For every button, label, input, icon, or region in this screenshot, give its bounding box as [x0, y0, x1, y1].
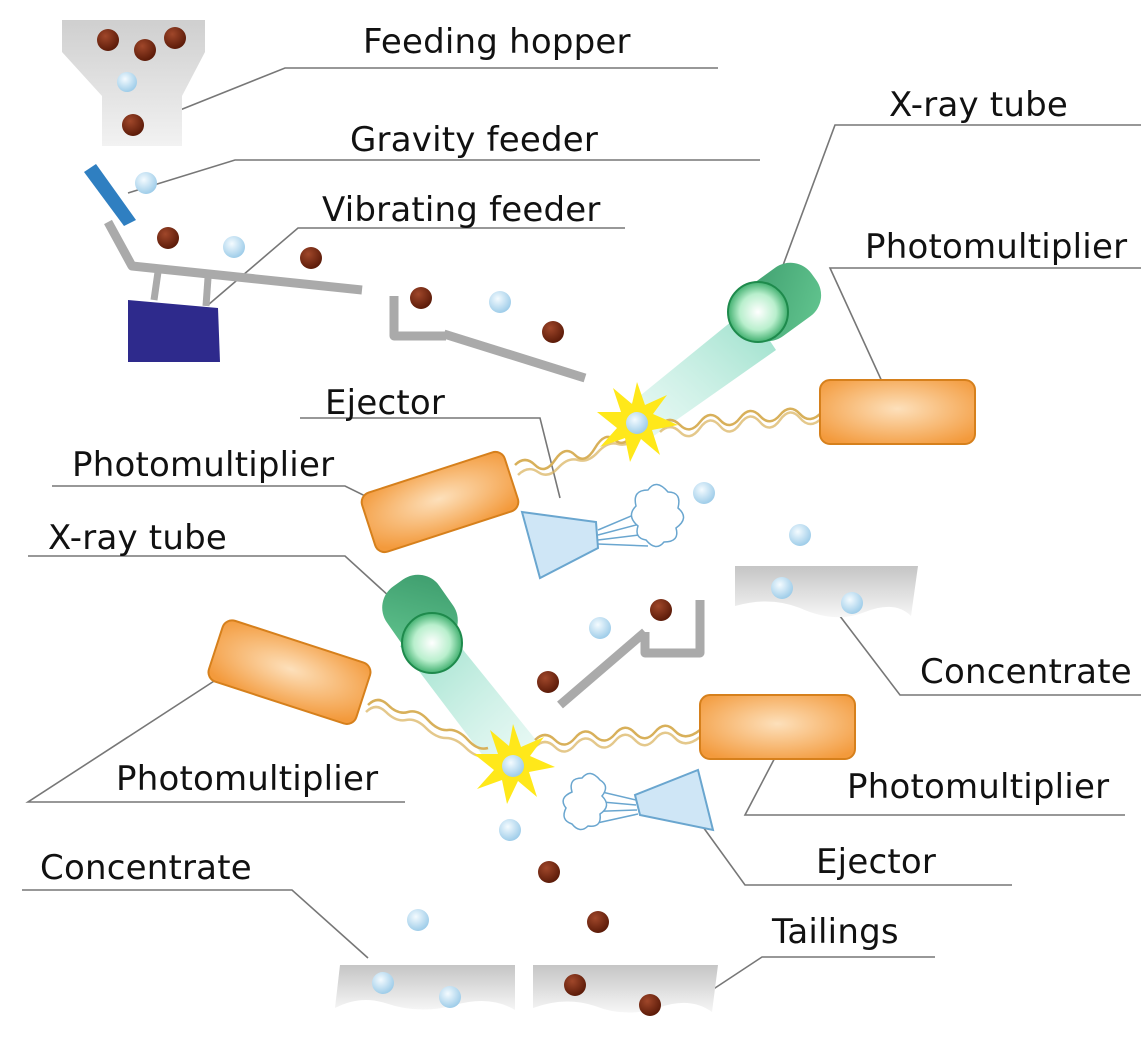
ore-particle [134, 39, 156, 61]
ore-particle [164, 27, 186, 49]
xray-beam-upper [625, 308, 776, 440]
leader-tailings [711, 956, 935, 991]
waste-particle [117, 72, 137, 92]
waste-particle [626, 412, 648, 434]
label-xray-tube-top: X-ray tube [889, 85, 1068, 125]
ore-particle [97, 29, 119, 51]
vibrating-feeder [104, 219, 363, 362]
label-xray-tube-bottom: X-ray tube [48, 518, 227, 558]
waste-particle [223, 236, 245, 258]
photomultiplier-lower-right [699, 694, 856, 760]
ore-particle [122, 114, 144, 136]
waste-particle [589, 617, 611, 639]
particles-upper [135, 172, 811, 546]
air-blast-lower [562, 772, 608, 831]
waste-particle [502, 755, 524, 777]
ore-particle [537, 671, 559, 693]
ore-particle [587, 911, 609, 933]
label-concentrate-bottom: Concentrate [40, 848, 252, 888]
waste-particle [841, 592, 863, 614]
ore-particle [300, 247, 322, 269]
vibrator-motor [128, 300, 220, 362]
ore-particle [639, 994, 661, 1016]
label-gravity-feeder: Gravity feeder [350, 120, 599, 160]
emission-waves-lower [365, 698, 701, 758]
waste-particle [407, 909, 429, 931]
ejector-lower [562, 768, 715, 832]
label-photomultiplier-top-right: Photomultiplier [865, 227, 1128, 267]
leader-ejector-bottom [697, 819, 1012, 886]
ore-particle [410, 287, 432, 309]
air-blast-upper [630, 483, 685, 548]
gravity-feeder [84, 164, 136, 226]
xray-tube-lower [382, 574, 463, 674]
label-photomultiplier-bottom-right: Photomultiplier [847, 767, 1110, 807]
label-concentrate-right: Concentrate [920, 652, 1132, 692]
ore-particle [650, 599, 672, 621]
leader-concentrate-bottom [22, 889, 369, 959]
leader-gravity-feeder [127, 159, 760, 194]
label-tailings: Tailings [772, 912, 899, 952]
label-vibrating-feeder: Vibrating feeder [322, 190, 601, 230]
chute-upper [389, 296, 587, 383]
ore-particle [538, 861, 560, 883]
ore-particle [564, 974, 586, 996]
feeding-hopper [62, 20, 205, 146]
leader-feeding-hopper [149, 67, 718, 123]
particles-lower [407, 819, 609, 933]
particles-middle [537, 599, 672, 693]
leader-xray-tube-bottom [28, 555, 403, 609]
label-ejector-bottom: Ejector [816, 842, 937, 882]
waste-particle [771, 577, 793, 599]
leader-xray-tube-top [781, 124, 1141, 269]
leader-concentrate-right [829, 602, 1141, 696]
label-ejector-top: Ejector [325, 383, 446, 423]
photomultiplier-upper-left [360, 450, 520, 554]
concentrate-bin-right [735, 566, 918, 618]
ejector-upper [520, 483, 685, 580]
label-photomultiplier-bottom-left: Photomultiplier [116, 759, 379, 799]
label-photomultiplier-top-left: Photomultiplier [72, 445, 335, 485]
xray-tube-upper [727, 262, 822, 343]
waste-particle [789, 524, 811, 546]
waste-particle [499, 819, 521, 841]
waste-particle [693, 482, 715, 504]
leader-photomultiplier-top-right [828, 267, 1141, 411]
waste-particle [439, 986, 461, 1008]
photomultiplier-lower-left [207, 619, 372, 725]
ore-particle [157, 227, 179, 249]
photomultiplier-upper-right [819, 379, 976, 445]
chute-lower [557, 600, 705, 709]
concentrate-bin-bottom [335, 965, 515, 1010]
tailings-bin [533, 965, 718, 1013]
waste-particle [372, 972, 394, 994]
ore-particle [542, 321, 564, 343]
leader-photomultiplier-bottom-right [743, 747, 1125, 816]
label-feeding-hopper: Feeding hopper [363, 22, 631, 62]
leader-photomultiplier-top-left [52, 485, 411, 519]
waste-particle [489, 291, 511, 313]
waste-particle [135, 172, 157, 194]
leader-photomultiplier-bottom-left [25, 671, 405, 803]
